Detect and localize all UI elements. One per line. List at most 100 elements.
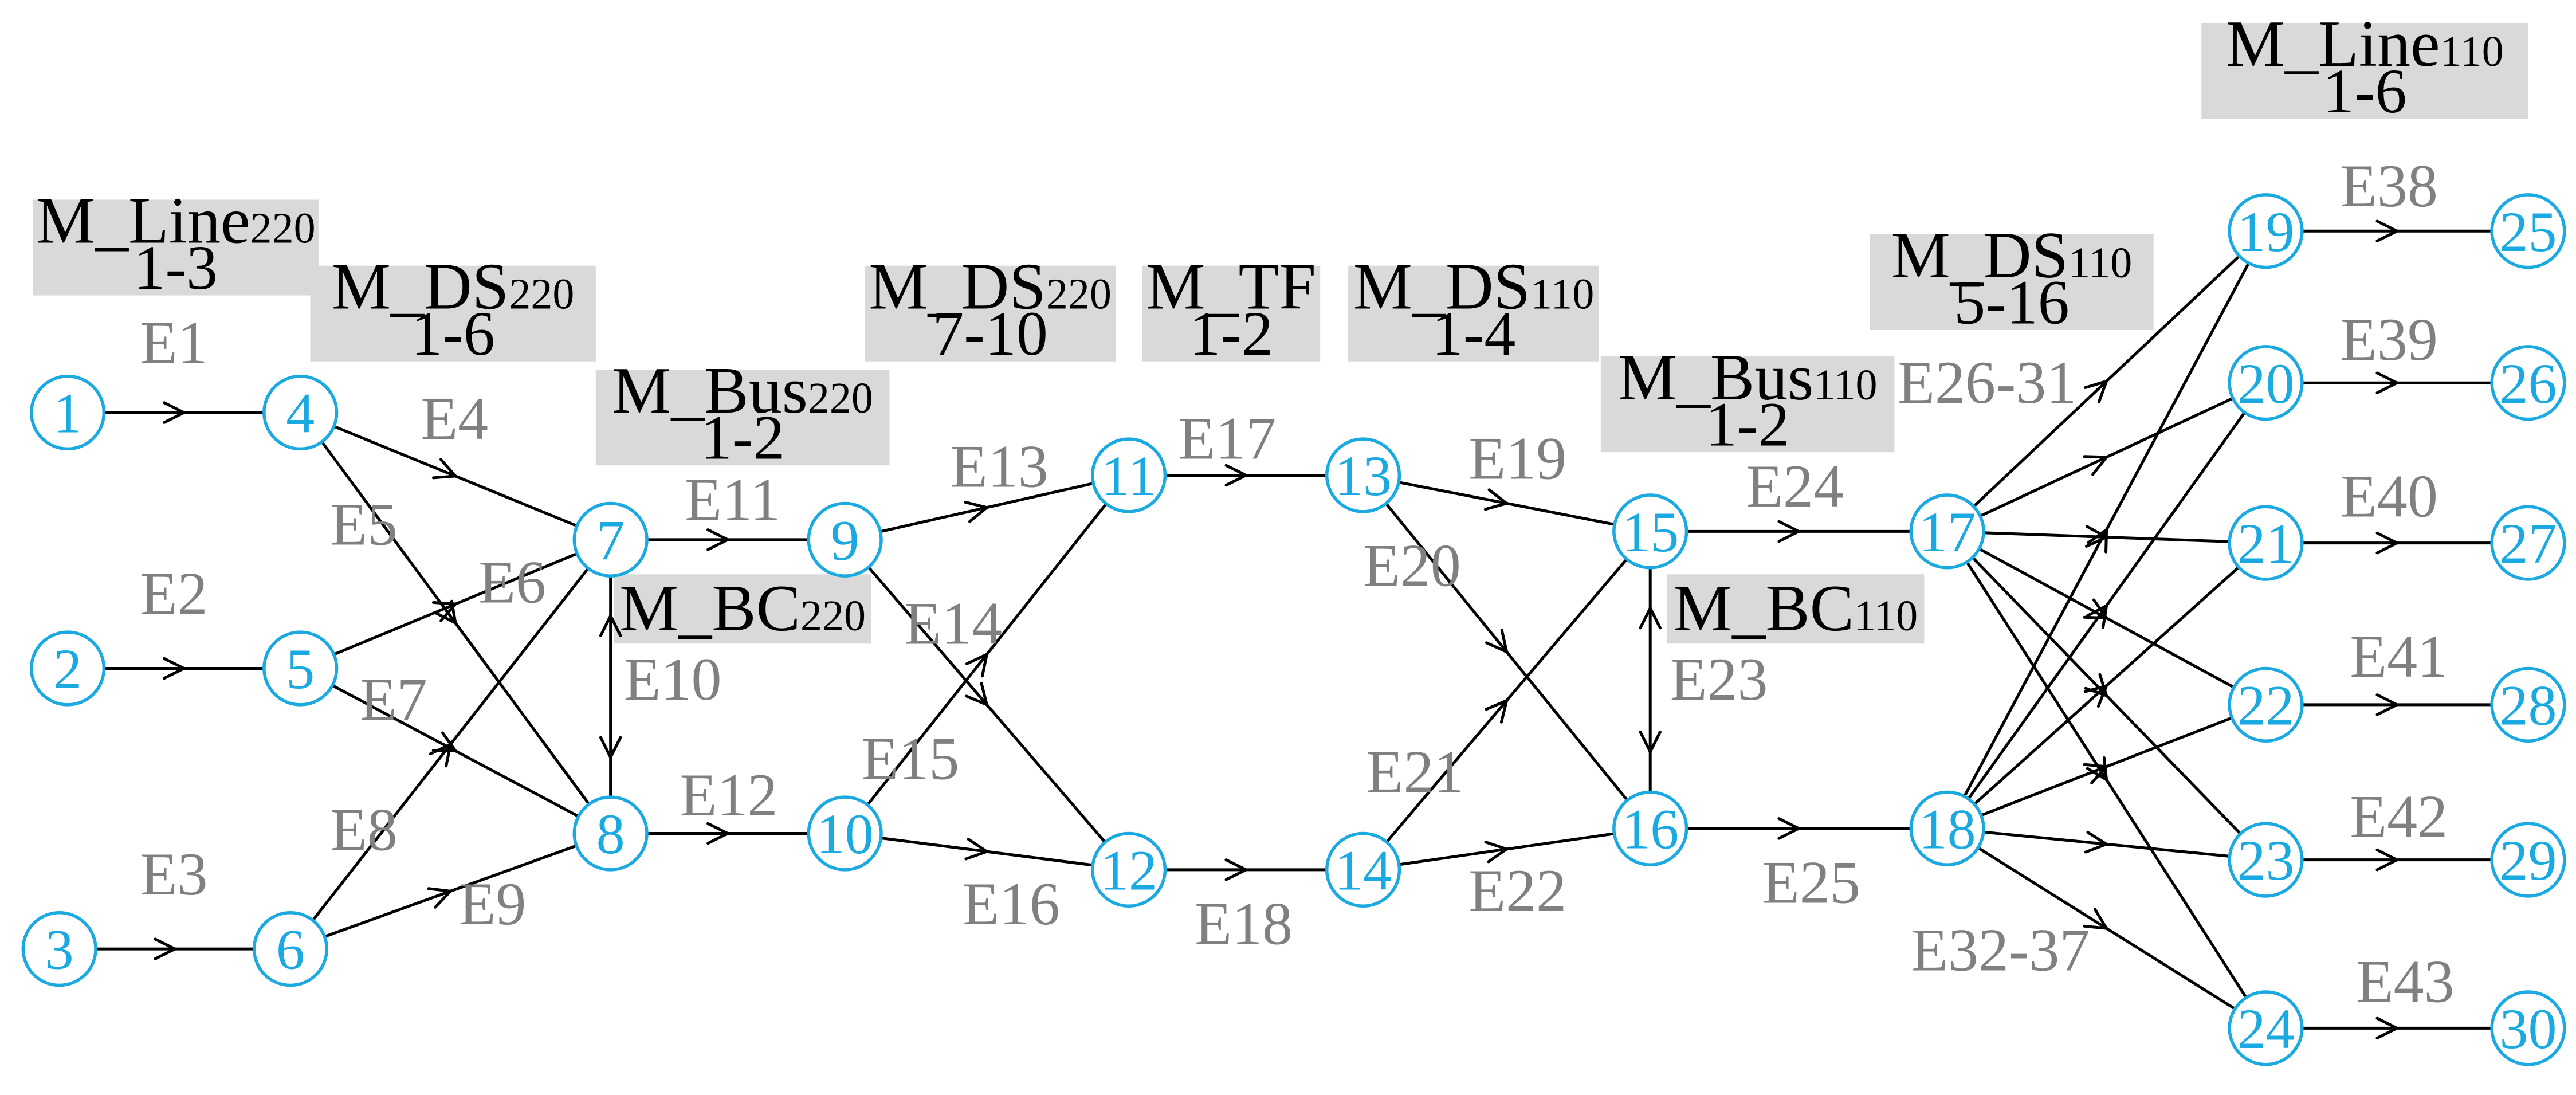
edge-label-e19: E19 [1468,425,1566,492]
edge-label-e13: E13 [951,433,1049,500]
module-subscript: 220 [509,270,574,319]
node-circle [2490,505,2566,581]
node-label: 10 [816,802,874,866]
node-label: 12 [1100,838,1157,902]
edge-label-e1: E1 [140,309,208,376]
module-name: M_DS220 [869,250,1111,324]
module-box [1870,234,2154,331]
module-subscript: 110 [1813,361,1877,409]
module-subscript: 110 [2440,28,2504,76]
node-10: 10 [807,795,883,872]
edge-6-8 [324,844,577,938]
node-label: 6 [276,918,305,982]
arrowhead [2375,693,2398,716]
module-base: M_Bus [612,354,808,427]
node-label: 4 [286,382,315,445]
node-circle [1909,790,1985,866]
edge-1-4 [104,401,264,424]
edge-label-e5: E5 [330,490,398,558]
node-label: 14 [1334,838,1392,902]
module-range: 1-6 [411,299,495,368]
edge-label-e41: E41 [2350,623,2448,690]
node-label: 16 [1621,797,1679,861]
edge-12-14 [1165,858,1327,881]
edge-18-22 [1980,716,2233,817]
edge-16-18 [1686,817,1911,840]
arrowhead [163,657,186,680]
arrowhead [2375,531,2398,555]
node-3: 3 [21,911,97,987]
edge-label-e42: E42 [2350,783,2448,850]
node-label: 11 [1101,444,1156,508]
node-label: 1 [53,382,82,445]
module-name: M_BC110 [1673,572,1918,645]
node-20: 20 [2228,345,2304,421]
node-30: 30 [2490,990,2566,1066]
edge-2-5 [104,657,264,680]
edge-14-16 [1399,832,1615,866]
edge-17-19 [1973,254,2241,508]
edge-14-15 [1385,558,1628,843]
module-name: M_Line110 [2226,7,2504,81]
arrowhead [1224,464,1248,487]
edge-label-e23: E23 [1670,646,1768,713]
node-label: 25 [2499,200,2557,264]
edge-10-12 [881,837,1093,867]
module-9: M_BC110 [1667,572,1925,645]
node-label: 2 [53,637,82,701]
edge-label-e11: E11 [685,466,780,533]
node-label: 17 [1919,500,1976,564]
edge-label-e8: E8 [330,796,398,863]
node-5: 5 [262,630,339,707]
node-circle [1090,437,1167,513]
node-17: 17 [1909,493,1985,570]
node-label: 13 [1334,444,1392,508]
node-circle [2228,505,2304,581]
arrowhead [1639,730,1662,753]
module-box [865,265,1116,362]
edge-21-27 [2302,531,2492,555]
edge-18-21 [1973,566,2240,806]
node-label: 3 [45,918,74,982]
node-22: 22 [2228,666,2304,743]
module-subscript: 110 [1854,592,1918,640]
edge-18-23 [1983,830,2230,858]
edge-label-e25: E25 [1762,849,1860,916]
edge-10-11 [866,503,1108,806]
edge-6-7 [311,567,590,921]
module-base: M_Bus [1618,341,1814,414]
node-15: 15 [1612,493,1688,570]
module-range: 5-16 [1954,268,2070,337]
node-circle [1909,493,1985,570]
edge-3-6 [96,937,254,960]
module-range: 1-4 [1432,299,1516,368]
node-label: 24 [2237,997,2295,1061]
node-9: 9 [807,501,883,578]
arrowhead [2375,219,2398,243]
edge-label-e20: E20 [1363,532,1461,599]
node-circle [2490,990,2566,1066]
node-circle [29,630,106,707]
arrowhead [431,458,457,480]
module-base: M_DS [1891,219,2068,292]
node-circle [2490,345,2566,421]
module-base: M_BC [1673,572,1854,645]
edge-17-22 [1978,547,2235,689]
edge-22-28 [2302,693,2492,716]
node-4: 4 [262,374,339,451]
node-label: 30 [2499,997,2557,1061]
module-box [1142,265,1321,362]
arrowhead [2083,598,2108,620]
edge-label-e17: E17 [1178,405,1276,472]
arrowhead [1777,817,1800,840]
node-circle [21,911,97,987]
node-28: 28 [2490,666,2566,743]
arrowhead [2083,908,2108,930]
edge-13-16 [1385,503,1629,802]
arrowhead [1485,699,1509,724]
